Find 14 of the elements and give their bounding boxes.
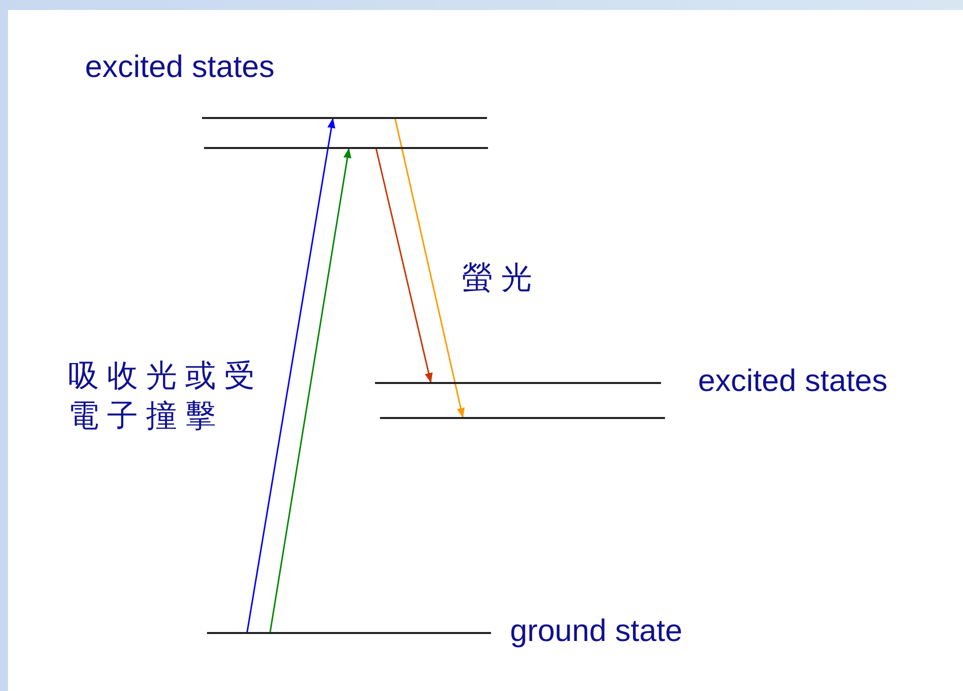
energy-level-line bbox=[207, 632, 491, 634]
transition-arrow bbox=[375, 148, 433, 384]
state-label: excited states bbox=[698, 364, 888, 398]
transition-arrow bbox=[394, 118, 465, 418]
process-label: 吸收光或受電子撞擊 bbox=[68, 357, 264, 436]
state-label: excited states bbox=[85, 50, 275, 84]
energy-level-line bbox=[380, 417, 665, 419]
state-label: ground state bbox=[510, 614, 682, 648]
process-label: 螢光 bbox=[462, 259, 540, 298]
transition-arrow bbox=[269, 148, 352, 634]
energy-level-line bbox=[204, 147, 488, 149]
energy-level-line bbox=[202, 117, 487, 119]
transition-arrow bbox=[246, 118, 336, 634]
energy-level-line bbox=[375, 382, 661, 384]
